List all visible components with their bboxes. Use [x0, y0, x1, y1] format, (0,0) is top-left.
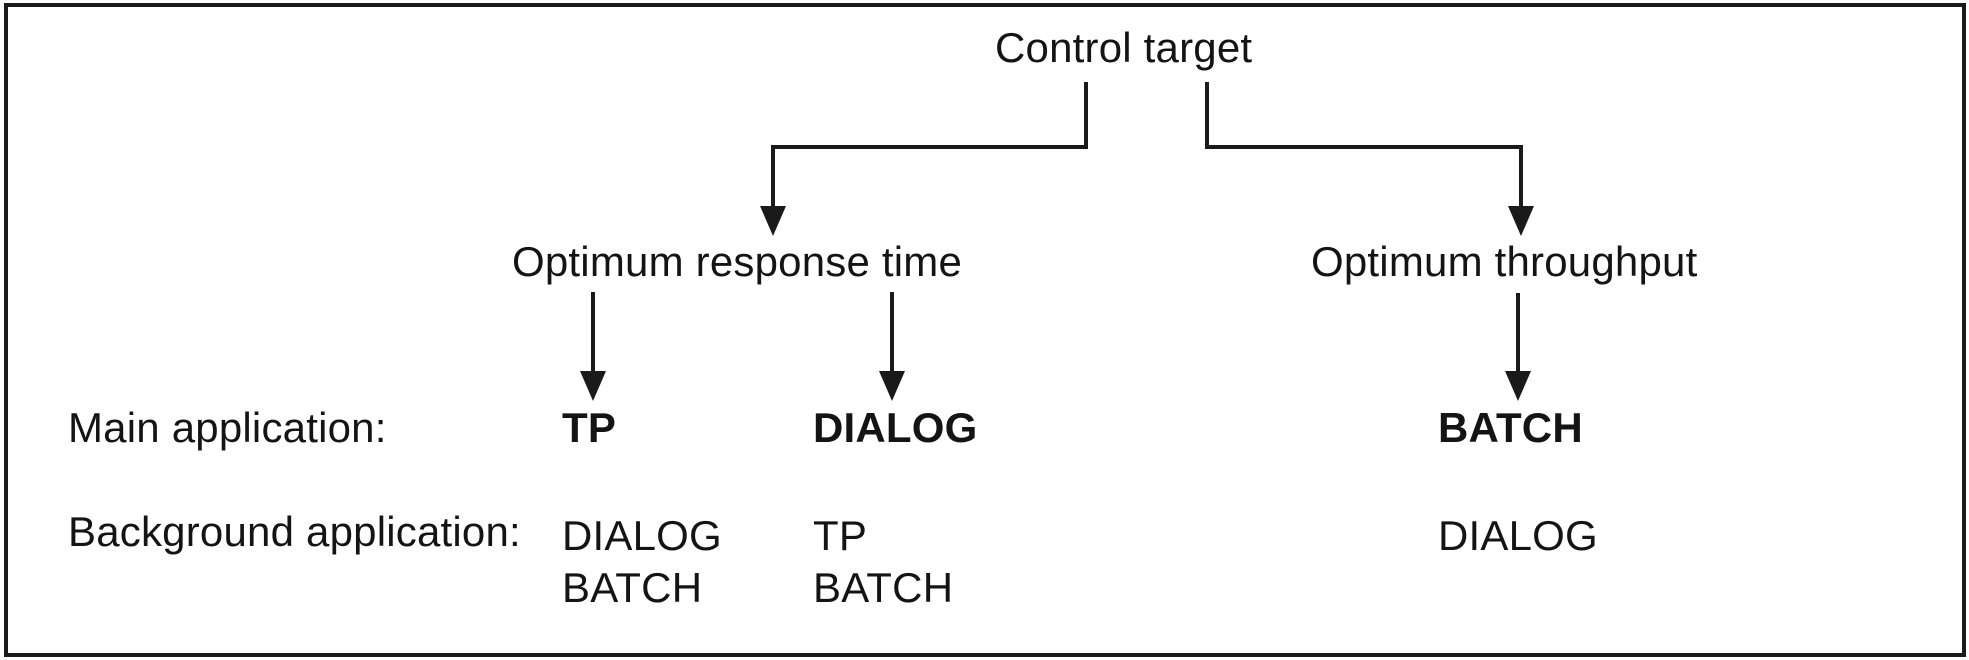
main-application-tp: TP [562, 404, 617, 451]
background-item: TP [813, 512, 868, 559]
background-application-column-2: TP BATCH [813, 510, 953, 614]
background-application-row-label: Background application: [68, 508, 521, 555]
background-item: BATCH [562, 564, 703, 611]
arrow-response-time-to-tp [580, 292, 606, 401]
figure-border [4, 3, 1966, 657]
arrow-response-time-to-dialog [879, 292, 905, 401]
main-application-dialog: DIALOG [813, 404, 978, 451]
arrow-root-to-throughput [1205, 82, 1534, 236]
background-item: BATCH [813, 564, 954, 611]
branch-response-time-label: Optimum response time [512, 238, 963, 285]
background-application-column-1: DIALOG BATCH [562, 510, 722, 614]
main-application-row-label: Main application: [68, 404, 387, 451]
background-application-column-3: DIALOG [1438, 510, 1598, 562]
arrow-root-to-response-time [760, 82, 1088, 236]
background-item: DIALOG [562, 512, 722, 559]
branch-throughput-label: Optimum throughput [1311, 238, 1698, 285]
background-item: DIALOG [1438, 512, 1598, 559]
main-application-batch: BATCH [1438, 404, 1583, 451]
arrow-throughput-to-batch [1505, 293, 1531, 401]
root-node-label: Control target [995, 24, 1253, 71]
